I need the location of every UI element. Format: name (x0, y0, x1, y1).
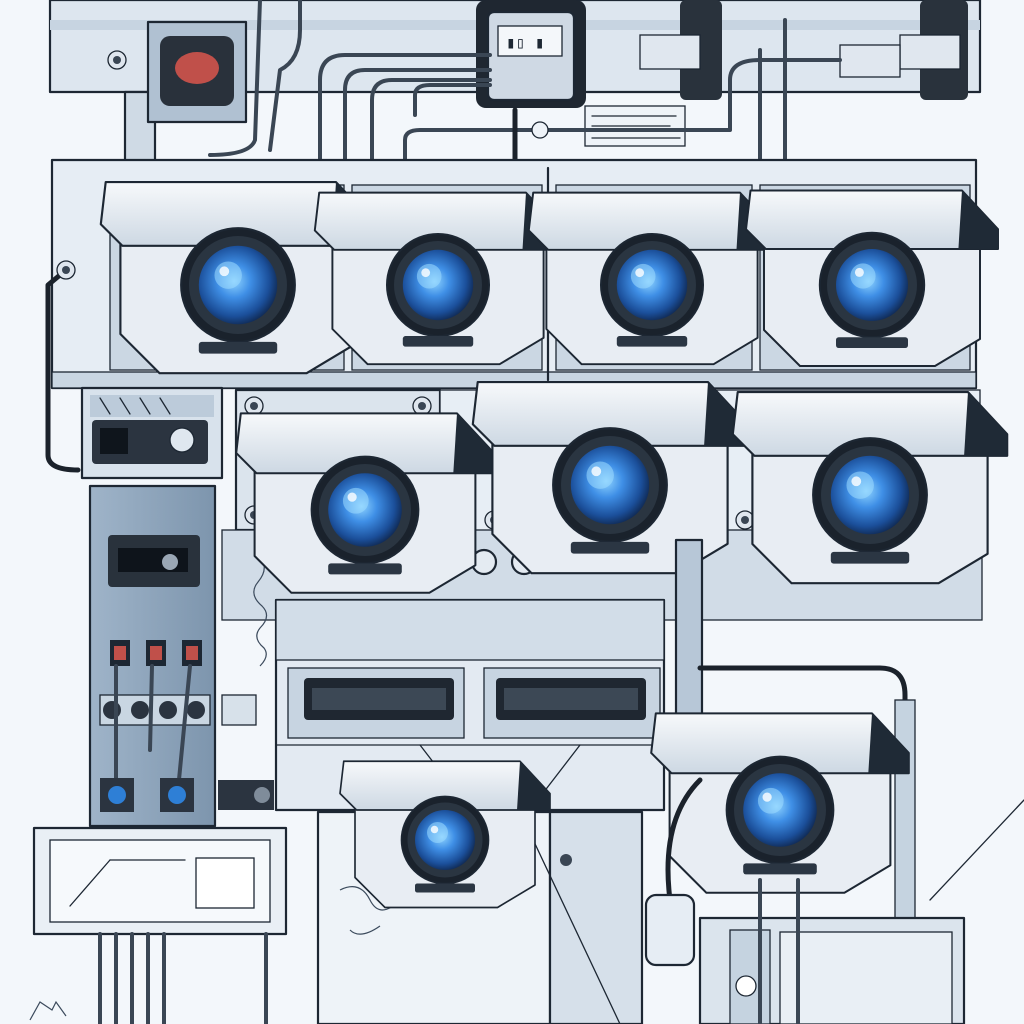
security-camera-icon (235, 412, 495, 594)
control-panel-icon (80, 386, 274, 828)
lower-right-box (644, 777, 1024, 1024)
left-drop-cable (45, 267, 81, 473)
conduit-couplers (639, 0, 968, 100)
corner-sketch (29, 1000, 67, 1021)
security-camera-icon (471, 381, 749, 575)
security-camera-icon (313, 191, 563, 366)
label-plate (584, 105, 686, 147)
junction-box-icon: ▮▯ ▮ (476, 0, 586, 108)
terminal-box (32, 826, 288, 1024)
indicator-light-icon (110, 640, 202, 666)
security-camera-icon (731, 391, 1009, 585)
indicator-light-icon (146, 20, 248, 124)
knob-row (99, 694, 211, 726)
security-camera-icon (745, 189, 999, 367)
svg-text:▮▯ ▮: ▮▯ ▮ (506, 33, 545, 52)
security-camera-icon (339, 760, 551, 909)
top-cables (208, 0, 842, 163)
security-camera-icon (650, 712, 910, 894)
security-camera-icon (527, 191, 777, 366)
